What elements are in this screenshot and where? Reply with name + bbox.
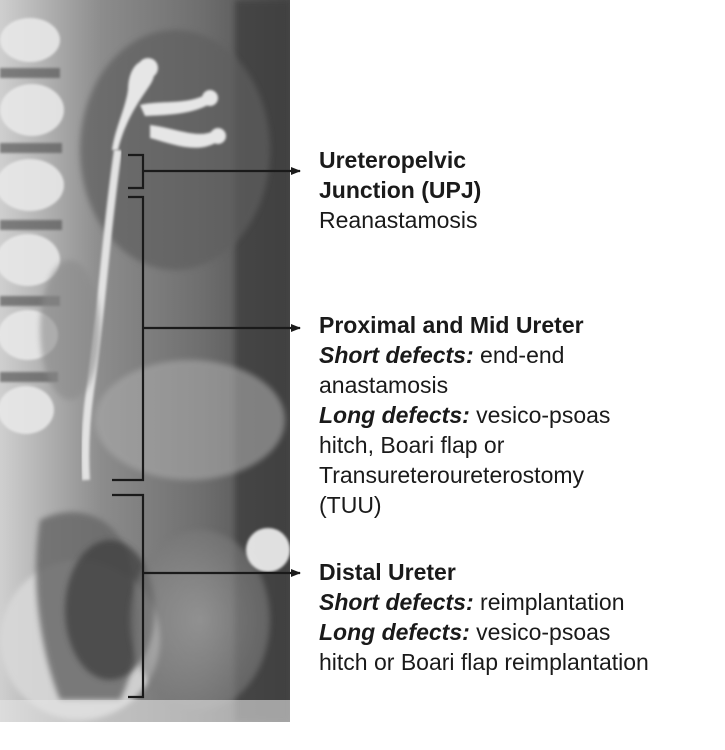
proximal-mid-long-line1: Long defects: vesico-psoas xyxy=(319,400,610,430)
proximal-mid-long-text3: Transureteroureterostomy xyxy=(319,460,610,490)
distal-long-text2: hitch or Boari flap reimplantation xyxy=(319,647,649,677)
distal-long-label: Long defects: xyxy=(319,619,470,645)
upj-title-line1: Ureteropelvic xyxy=(319,145,481,175)
proximal-mid-long-label: Long defects: xyxy=(319,402,470,428)
upj-label-group: Ureteropelvic Junction (UPJ) Reanastamos… xyxy=(319,145,481,235)
distal-title: Distal Ureter xyxy=(319,557,649,587)
retrograde-pyelogram-image xyxy=(0,0,290,722)
upj-repair: Reanastamosis xyxy=(319,205,481,235)
proximal-mid-short-label: Short defects: xyxy=(319,342,474,368)
proximal-mid-short-text2: anastamosis xyxy=(319,370,610,400)
distal-short-line: Short defects: reimplantation xyxy=(319,587,649,617)
distal-long-text1: vesico-psoas xyxy=(470,619,611,645)
distal-label-group: Distal Ureter Short defects: reimplantat… xyxy=(319,557,649,677)
distal-short-text: reimplantation xyxy=(474,589,625,615)
upj-title-line2: Junction (UPJ) xyxy=(319,175,481,205)
proximal-mid-title: Proximal and Mid Ureter xyxy=(319,310,610,340)
proximal-mid-long-text4: (TUU) xyxy=(319,490,610,520)
distal-long-line1: Long defects: vesico-psoas xyxy=(319,617,649,647)
proximal-mid-long-text1: vesico-psoas xyxy=(470,402,611,428)
distal-short-label: Short defects: xyxy=(319,589,474,615)
proximal-mid-long-text2: hitch, Boari flap or xyxy=(319,430,610,460)
proximal-mid-short-line1: Short defects: end-end xyxy=(319,340,610,370)
proximal-mid-short-text1: end-end xyxy=(474,342,565,368)
proximal-mid-label-group: Proximal and Mid Ureter Short defects: e… xyxy=(319,310,610,520)
